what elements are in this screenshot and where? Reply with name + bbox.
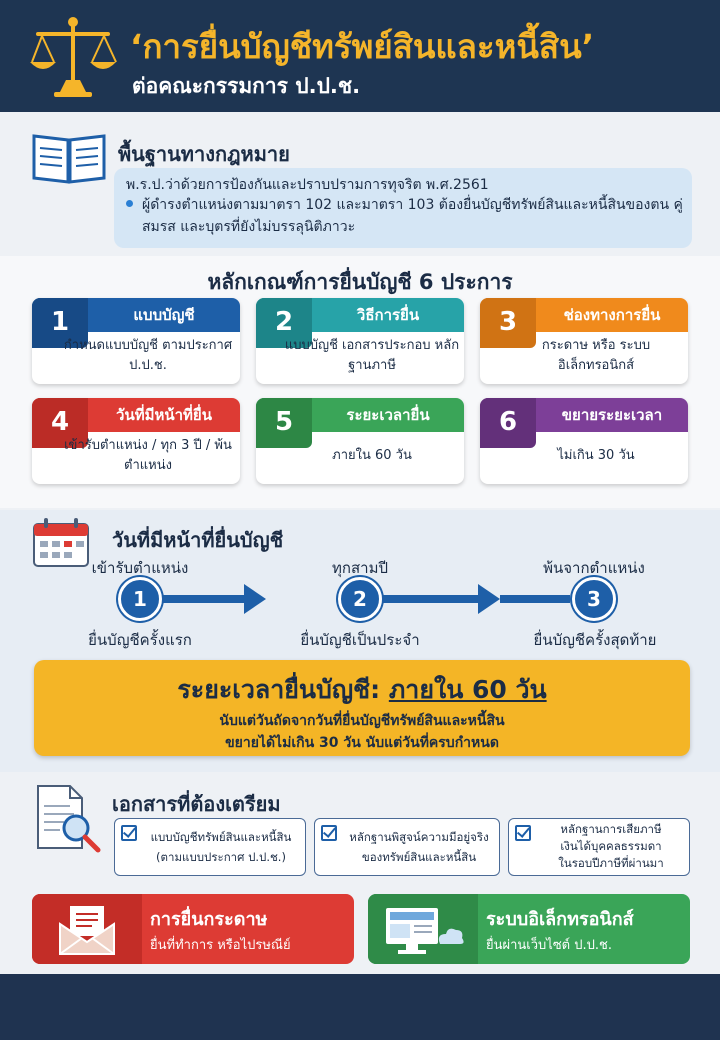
document-item-2: หลักฐานพิสูจน์ความมีอยู่จริง ของทรัพย์สิ… <box>314 818 500 876</box>
timeline-step-2-bottom: ยื่นบัญชีเป็นประจำ <box>300 631 420 649</box>
document-item-line: ของทรัพย์สินและหนี้สิน <box>361 850 477 864</box>
document-item-line: ในรอบปีภาษีที่ผ่านมา <box>558 856 664 870</box>
criteria-label: วันที่มีหน้าที่ยื่น <box>116 406 212 424</box>
criteria-card-6: ขยายระยะเวลา 6 ไม่เกิน 30 วัน <box>480 398 688 484</box>
criteria-label: แบบบัญชี <box>133 306 195 324</box>
criteria-number: 5 <box>256 398 312 448</box>
timeline-step-3-bottom: ยื่นบัญชีครั้งสุดท้าย <box>533 631 657 649</box>
document-item-line: แบบบัญชีทรัพย์สินและหนี้สิน <box>150 830 292 844</box>
method-paper-icon-area <box>32 894 142 964</box>
method-electronic-icon-area <box>368 894 478 964</box>
document-item-1: แบบบัญชีทรัพย์สินและหนี้สิน (ตามแบบประกา… <box>114 818 306 876</box>
timeline-step-1-bottom: ยื่นบัญชีครั้งแรก <box>88 631 192 649</box>
criteria-number: 6 <box>480 398 536 448</box>
method-electronic-subtitle: ยื่นผ่านเว็บไซต์ ป.ป.ช. <box>486 938 612 953</box>
criteria-description: ภายใน 60 วัน <box>332 448 412 463</box>
timeline-step-2-circle: 2 <box>338 577 382 621</box>
document-search-icon <box>37 785 101 853</box>
timeline-step-3-circle: 3 <box>572 577 616 621</box>
checkbox-checked-icon <box>321 825 337 841</box>
timeline-step-1-top: เข้ารับตำแหน่ง <box>91 559 189 577</box>
criteria-description: แบบบัญชี เอกสารประกอบ หลักฐานภาษี <box>284 338 460 373</box>
criteria-description: ไม่เกิน 30 วัน <box>557 448 635 463</box>
legal-bullet-text: ผู้ดำรงตำแหน่งตามมาตรา 102 และมาตรา 103 … <box>142 197 683 235</box>
page-title: ‘การยื่นบัญชีทรัพย์สินและหนี้สิน’ <box>130 27 595 66</box>
calendar-icon <box>33 518 89 567</box>
filing-period-label: ระยะเวลายื่นบัญชี: <box>177 675 389 704</box>
filing-period-headline: ระยะเวลายื่นบัญชี: ภายใน 60 วัน <box>34 670 690 710</box>
method-paper-subtitle: ยื่นที่ทำการ หรือไปรษณีย์ <box>150 938 291 953</box>
bullet-dot-icon <box>126 200 133 207</box>
method-electronic: ระบบอิเล็กทรอนิกส์ ยื่นผ่านเว็บไซต์ ป.ป.… <box>368 894 690 964</box>
legal-basis-box: พ.ร.ป.ว่าด้วยการป้องกันและปราบปรามการทุจ… <box>114 168 692 248</box>
page-subtitle: ต่อคณะกรรมการ ป.ป.ช. <box>132 74 361 98</box>
checkbox-checked-icon <box>515 825 531 841</box>
criteria-number: 1 <box>32 298 88 348</box>
criteria-label: วิธีการยื่น <box>356 306 420 324</box>
timeline-title: วันที่มีหน้าที่ยื่นบัญชี <box>112 528 284 552</box>
method-electronic-title: ระบบอิเล็กทรอนิกส์ <box>486 909 634 930</box>
header-banner: ‘การยื่นบัญชีทรัพย์สินและหนี้สิน’ ต่อคณะ… <box>0 0 720 112</box>
criteria-number: 2 <box>256 298 312 348</box>
legal-act-text: พ.ร.ป.ว่าด้วยการป้องกันและปราบปรามการทุจ… <box>126 177 489 193</box>
filing-period-line-1: นับแต่วันถัดจากวันที่ยื่นบัญชีทรัพย์สินแ… <box>219 713 505 729</box>
criteria-description: กระดาษ หรือ ระบบอิเล็กทรอนิกส์ <box>541 338 651 373</box>
criteria-label: ช่องทางการยื่น <box>563 306 661 324</box>
filing-period-box: ระยะเวลายื่นบัญชี: ภายใน 60 วัน นับแต่วั… <box>34 660 690 756</box>
filing-period-line-2: ขยายได้ไม่เกิน 30 วัน นับแต่วันที่ครบกำห… <box>225 735 499 751</box>
timeline-step-1-circle: 1 <box>118 577 162 621</box>
criteria-label: ขยายระยะเวลา <box>561 406 663 424</box>
open-book-icon <box>32 134 106 184</box>
criteria-description: กำหนดแบบบัญชี ตามประกาศ ป.ป.ช. <box>63 338 233 373</box>
scale-of-justice-icon <box>30 17 117 97</box>
document-item-3: หลักฐานการเสียภาษี เงินได้บุคคลธรรมดา ใน… <box>508 818 690 876</box>
method-paper-title: การยื่นกระดาษ <box>150 909 268 930</box>
documents-title: เอกสารที่ต้องเตรียม <box>112 792 281 816</box>
criteria-title: หลักเกณฑ์การยื่นบัญชี 6 ประการ <box>207 270 513 294</box>
footer-bar <box>0 974 720 1040</box>
legal-basis-title: พื้นฐานทางกฎหมาย <box>118 142 290 166</box>
document-item-line: หลักฐานพิสูจน์ความมีอยู่จริง <box>349 830 489 844</box>
filing-period-emphasis: ภายใน 60 วัน <box>388 675 547 704</box>
document-item-text: แบบบัญชีทรัพย์สินและหนี้สิน (ตามแบบประกา… <box>141 827 301 867</box>
document-item-text: หลักฐานการเสียภาษี เงินได้บุคคลธรรมดา ใน… <box>535 821 687 872</box>
criteria-number: 4 <box>32 398 88 448</box>
criteria-description: เข้ารับตำแหน่ง / ทุก 3 ปี / พ้นตำแหน่ง <box>64 438 232 473</box>
timeline-step-2-top: ทุกสามปี <box>332 559 388 577</box>
document-item-text: หลักฐานพิสูจน์ความมีอยู่จริง ของทรัพย์สิ… <box>341 827 497 867</box>
criteria-number: 3 <box>480 298 536 348</box>
checkbox-checked-icon <box>121 825 137 841</box>
criteria-label: ระยะเวลายื่น <box>346 406 430 424</box>
computer-cloud-icon <box>386 908 464 954</box>
envelope-icon <box>59 906 115 955</box>
method-paper: การยื่นกระดาษ ยื่นที่ทำการ หรือไปรษณีย์ <box>32 894 354 964</box>
timeline-step-3-top: พ้นจากตำแหน่ง <box>543 559 645 577</box>
document-item-line: (ตามแบบประกาศ ป.ป.ช.) <box>156 850 286 864</box>
document-item-line: หลักฐานการเสียภาษี <box>560 822 662 836</box>
criteria-card-5: ระยะเวลายื่น 5 ภายใน 60 วัน <box>256 398 464 484</box>
document-item-line: เงินได้บุคคลธรรมดา <box>560 839 662 853</box>
timeline-arrows <box>140 584 570 614</box>
